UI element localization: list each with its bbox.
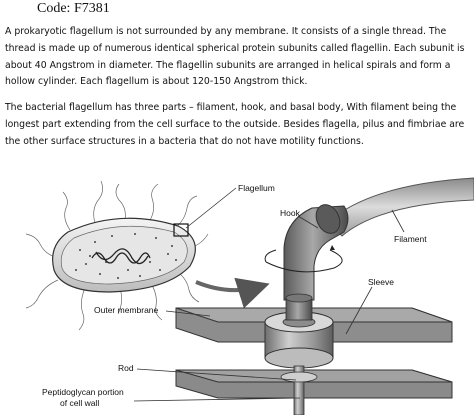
- paragraph-structure: A prokaryotic flagellum is not surrounde…: [5, 26, 465, 88]
- paragraph-parts: The bacterial flagellum has three parts …: [5, 102, 465, 147]
- label-hook: Hook: [280, 208, 301, 218]
- label-rod: Rod: [118, 363, 134, 373]
- label-peptidoglycan-line1: Peptidoglycan portion: [42, 387, 124, 397]
- label-filament: Filament: [394, 234, 427, 244]
- flagellum-diagram: Flagellum Hook Filament Sleeve Outer mem…: [25, 177, 474, 415]
- bacterium-cell: [25, 180, 209, 331]
- label-flagellum: Flagellum: [238, 183, 275, 193]
- label-sleeve: Sleeve: [368, 277, 394, 287]
- label-outer-membrane: Outer membrane: [94, 305, 159, 315]
- label-peptidoglycan-line2: of cell wall: [60, 398, 99, 408]
- document-code: Code: F7381: [37, 1, 110, 16]
